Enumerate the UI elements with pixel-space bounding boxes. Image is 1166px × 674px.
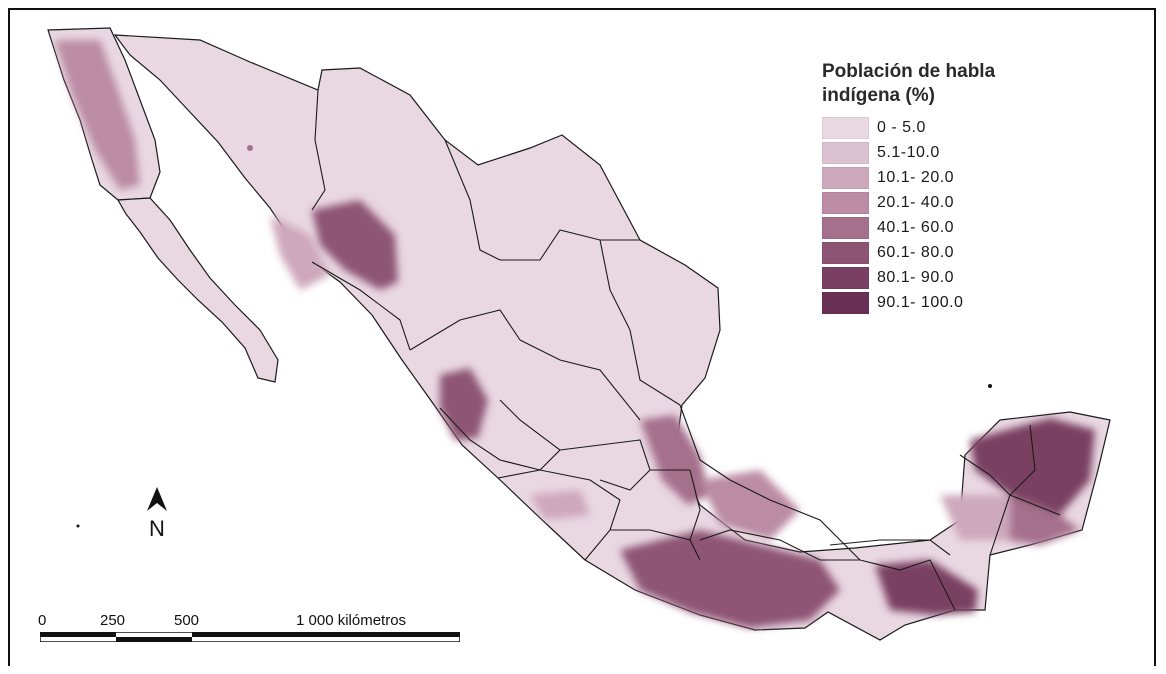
- legend-title: Población de habla indígena (%): [822, 60, 1142, 108]
- shade-michoacan: [530, 490, 590, 520]
- legend-label: 5.1-10.0: [877, 144, 940, 161]
- scale-label-250: 250: [100, 612, 126, 629]
- region-baja-california-sur: [117, 197, 279, 383]
- legend-label: 10.1- 20.0: [877, 169, 955, 186]
- map-frame: [8, 8, 1156, 666]
- border-michoacan: [497, 469, 621, 531]
- border-durango-zac: [409, 309, 521, 351]
- legend-classes: 0 - 5.0 5.1-10.0 10.1- 20.0 20.1- 40.0 40.1-…: [822, 116, 1142, 315]
- shade-chihuahua-sierra: [312, 200, 398, 290]
- shade-baja-north: [55, 40, 140, 190]
- legend-swatch: [822, 167, 869, 189]
- legend-title-line1: Población de habla: [822, 61, 996, 82]
- north-arrow: N: [142, 485, 172, 542]
- border-yucatan-qr: [1009, 424, 1061, 516]
- legend-swatch: [822, 267, 869, 289]
- region-mainland: [113, 34, 1111, 641]
- shade-huasteca: [640, 415, 710, 505]
- legend-title-line2: indígena (%): [822, 85, 935, 106]
- border-sinaloa-durango: [311, 261, 411, 351]
- legend-swatch: [822, 117, 869, 139]
- legend-swatch: [822, 242, 869, 264]
- border-central: [559, 439, 651, 491]
- shade-nayarit: [440, 368, 488, 440]
- shade-yucatan: [970, 418, 1095, 515]
- legend-label: 0 - 5.0: [877, 119, 926, 136]
- border-guerrero: [584, 529, 701, 561]
- legend: Población de habla indígena (%) 0 - 5.0 5…: [822, 60, 1142, 316]
- legend-item: 90.1- 100.0: [822, 291, 1142, 315]
- legend-item: 20.1- 40.0: [822, 191, 1142, 215]
- border-coahuila-nl: [500, 229, 640, 261]
- scale-label-500: 500: [174, 612, 200, 629]
- legend-label: 90.1- 100.0: [877, 294, 964, 311]
- legend-item: 5.1-10.0: [822, 141, 1142, 165]
- north-letter: N: [149, 516, 165, 541]
- border-chiapas: [859, 559, 956, 611]
- scale-bar-graphic: [40, 632, 460, 642]
- legend-label: 20.1- 40.0: [877, 194, 955, 211]
- border-zac-slp: [519, 339, 641, 421]
- legend-swatch: [822, 192, 869, 214]
- shade-quintana-roo: [1005, 495, 1080, 545]
- border-tamaulipas: [599, 239, 681, 406]
- legend-label: 60.1- 80.0: [877, 244, 955, 261]
- scale-label-0: 0: [38, 612, 47, 629]
- island-dot: [247, 145, 253, 151]
- legend-label: 80.1- 90.0: [877, 269, 955, 286]
- island-dot: [76, 524, 80, 528]
- shaded-regions: [55, 40, 1095, 628]
- border-tabasco: [829, 539, 951, 556]
- scale-label-1000: 1 000 kilómetros: [296, 612, 407, 629]
- border-campeche: [959, 454, 1011, 556]
- border-puebla: [650, 469, 701, 541]
- legend-label: 40.1- 60.0: [877, 219, 955, 236]
- legend-swatch: [822, 292, 869, 314]
- legend-swatch: [822, 217, 869, 239]
- state-borders: [311, 89, 1061, 611]
- legend-item: 0 - 5.0: [822, 116, 1142, 140]
- border-chihuahua-coahuila: [444, 139, 501, 261]
- shade-oaxaca-guerrero: [620, 530, 840, 628]
- shade-sonora-south: [270, 215, 330, 290]
- shade-chiapas: [875, 560, 978, 615]
- legend-swatch: [822, 142, 869, 164]
- legend-item: 10.1- 20.0: [822, 166, 1142, 190]
- shade-puebla-veracruz: [700, 470, 800, 540]
- shade-tabasco-campeche: [940, 495, 1010, 540]
- border-sonora-chihuahua: [311, 89, 326, 211]
- legend-item: 60.1- 80.0: [822, 241, 1142, 265]
- border-oaxaca: [699, 529, 860, 561]
- legend-item: 40.1- 60.0: [822, 216, 1142, 240]
- border-veracruz: [679, 404, 861, 561]
- legend-item: 80.1- 90.0: [822, 266, 1142, 290]
- north-arrow-icon: [147, 487, 167, 511]
- island-dot: [988, 384, 992, 388]
